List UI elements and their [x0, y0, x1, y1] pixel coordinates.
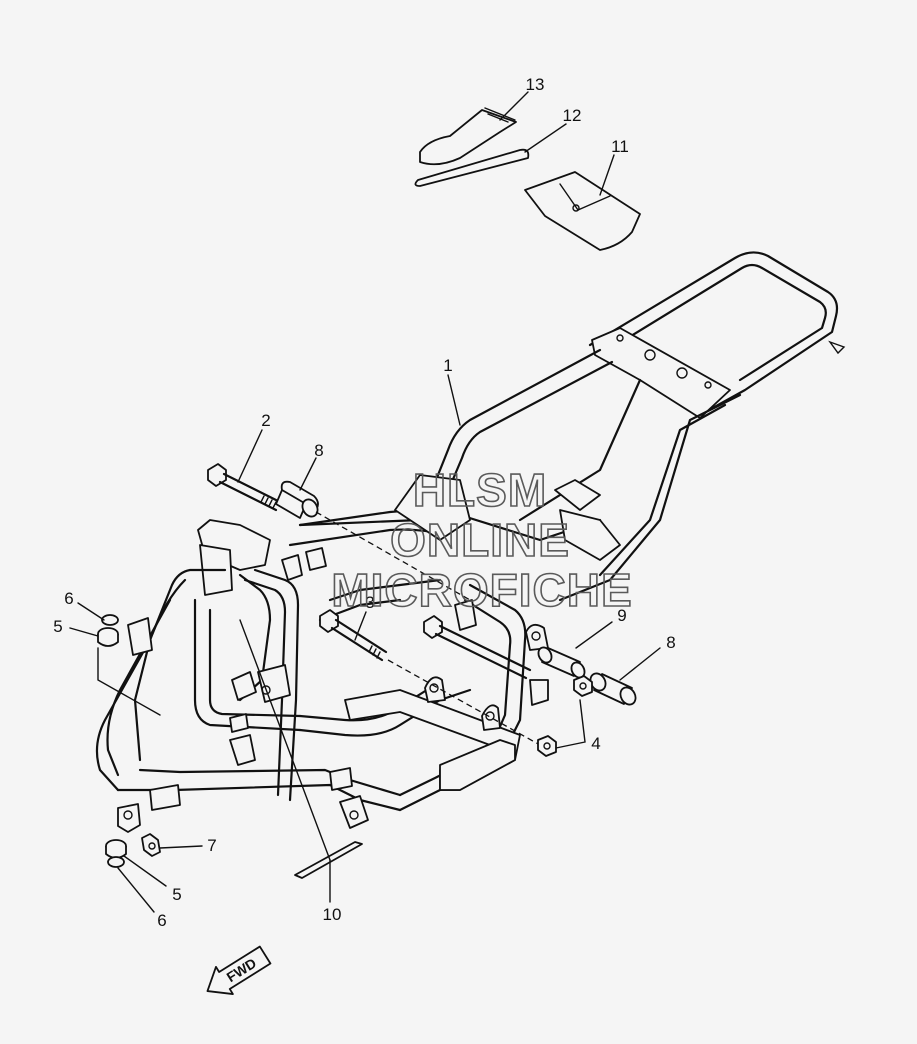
callout-11: 11	[611, 137, 629, 156]
frame-assembly	[95, 251, 846, 833]
spacer-9	[537, 646, 586, 679]
bolt-mid	[423, 615, 532, 680]
nut-4-upper	[573, 675, 593, 697]
dash-line-lower	[387, 659, 541, 746]
bushing-5-lower	[105, 839, 127, 859]
bolt-3	[319, 609, 388, 662]
bolt-long-2	[207, 463, 282, 512]
leader-lines	[69, 91, 661, 913]
oring-6-lower	[107, 856, 125, 868]
tool-pouch-11	[524, 171, 641, 251]
callout-7: 7	[207, 836, 216, 855]
callout-5-lower: 5	[172, 885, 181, 904]
fwd-arrow: FWD	[206, 945, 272, 995]
oring-6-upper	[101, 614, 119, 626]
band-12	[414, 148, 530, 187]
collar-8-upper	[275, 480, 319, 519]
watermark-line3: MICROFICHE	[331, 564, 632, 616]
callout-2: 2	[261, 411, 270, 430]
callout-3: 3	[365, 593, 374, 612]
callout-9: 9	[617, 606, 626, 625]
watermark-line2: ONLINE	[390, 514, 570, 566]
callout-6-lower: 6	[157, 911, 166, 930]
callout-1: 1	[443, 356, 452, 375]
strip-10	[294, 841, 363, 879]
callout-8-upper: 8	[314, 441, 323, 460]
callout-8-lower: 8	[666, 633, 675, 652]
callout-12: 12	[563, 106, 582, 125]
watermark-line1: HLSM	[413, 464, 547, 516]
callout-numbers: 1 2 3 4 5 5 6 6 7 8 8 9 10 11 12 13	[53, 75, 675, 930]
grease-nipple-7	[141, 833, 161, 857]
callout-10: 10	[323, 905, 342, 924]
strap-13	[419, 107, 517, 166]
collar-8-lower	[589, 672, 637, 706]
callout-5-upper: 5	[53, 617, 62, 636]
callout-4: 4	[591, 734, 600, 753]
callout-13: 13	[526, 75, 545, 94]
callout-6-upper: 6	[64, 589, 73, 608]
fwd-arrow-icon	[206, 945, 272, 995]
nut-4-lower	[537, 735, 557, 757]
bushing-5-upper	[97, 627, 119, 647]
watermark: HLSM ONLINE MICROFICHE	[331, 463, 633, 617]
